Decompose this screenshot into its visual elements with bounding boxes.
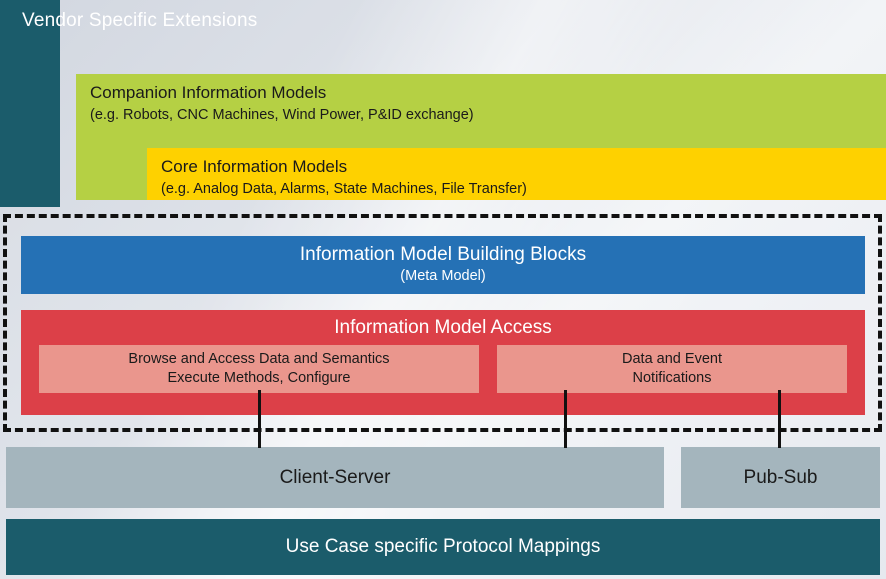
layer-core-information-models-subtitle: (e.g. Analog Data, Alarms, State Machine… — [161, 181, 527, 197]
layer-vendor-specific-extensions — [0, 0, 60, 207]
layer-information-model-building-blocks — [21, 236, 865, 294]
service-box-data-and-event-line2: Notifications — [632, 370, 712, 386]
layer-core-information-models — [147, 148, 886, 200]
transport-client-server-label: Client-Server — [279, 466, 391, 488]
layer-companion-information-models-title: Companion Information Models — [90, 83, 327, 102]
connector-line-notify-to-pub-sub — [778, 390, 781, 448]
transport-pub-sub: Pub-Sub — [681, 447, 880, 508]
layer-protocol-mappings-label: Use Case specific Protocol Mappings — [285, 536, 601, 557]
transport-pub-sub-label: Pub-Sub — [743, 466, 818, 488]
service-box-data-and-event: Data and Event Notifications — [497, 345, 847, 393]
layer-protocol-mappings: Use Case specific Protocol Mappings — [6, 519, 880, 575]
layer-companion-information-models-subtitle: (e.g. Robots, CNC Machines, Wind Power, … — [90, 107, 474, 123]
connector-line-browse-to-client-server — [258, 390, 261, 448]
service-box-browse-and-access-line1: Browse and Access Data and Semantics — [128, 351, 390, 367]
layer-vendor-specific-extensions-label: Vendor Specific Extensions — [22, 10, 258, 31]
layer-information-model-building-blocks-title: Information Model Building Blocks — [299, 244, 587, 265]
service-box-browse-and-access-line2: Execute Methods, Configure — [167, 370, 351, 386]
layer-information-model-building-blocks-subtitle: (Meta Model) — [400, 268, 486, 284]
layer-information-model-access-title: Information Model Access — [334, 317, 552, 338]
service-box-data-and-event-line1: Data and Event — [622, 351, 722, 367]
connector-line-notify-to-client-server — [564, 390, 567, 448]
service-box-browse-and-access: Browse and Access Data and Semantics Exe… — [39, 345, 479, 393]
layer-core-information-models-title: Core Information Models — [161, 157, 348, 176]
transport-client-server: Client-Server — [6, 447, 664, 508]
